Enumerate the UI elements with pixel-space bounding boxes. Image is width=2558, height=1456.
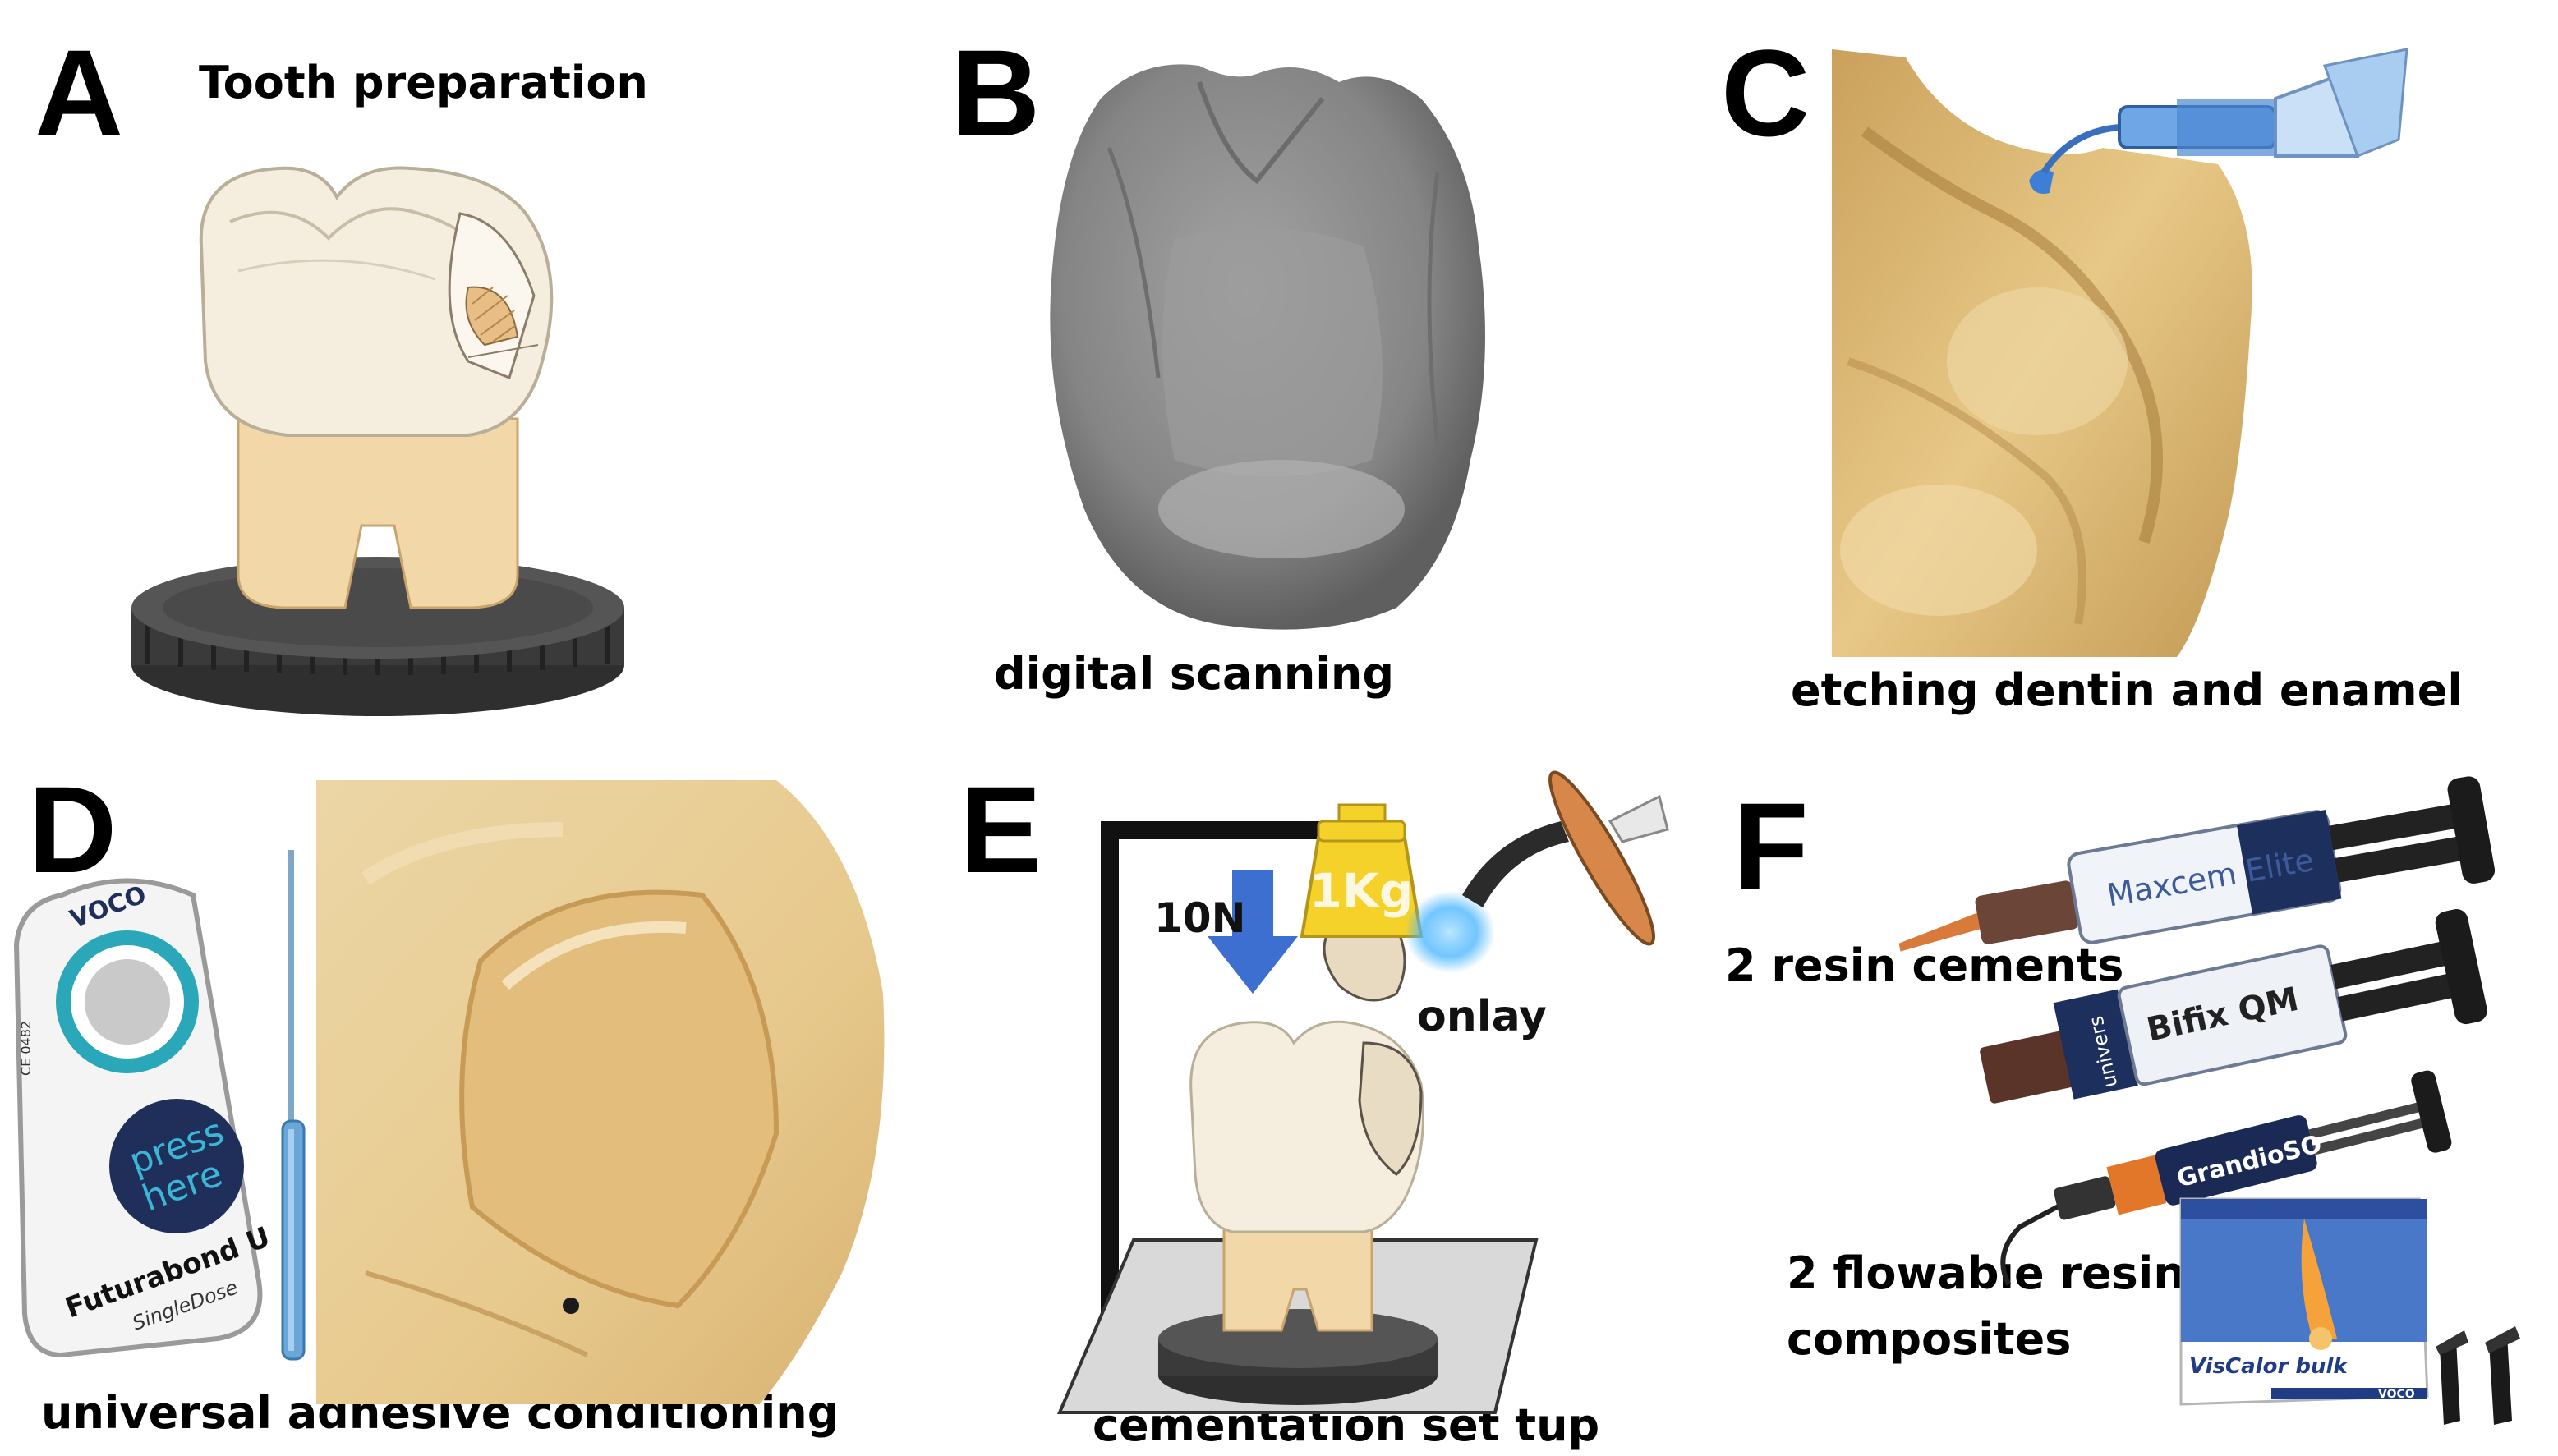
- microbrush-applicator: [281, 850, 306, 1361]
- panel-letter-d: D: [28, 760, 117, 898]
- box-product-label: VisCalor bulk: [2189, 1354, 2349, 1379]
- svg-text:VisCalor bulk: VisCalor bulk: [2189, 1354, 2349, 1379]
- panel-letter-b: B: [951, 24, 1041, 162]
- digital-scan-model: [1050, 64, 1485, 630]
- viscalor-bulk-box: VisCalor bulk VOCO: [2179, 1197, 2429, 1406]
- caption-tooth-preparation: Tooth preparation: [199, 57, 648, 108]
- etching-photo: [1832, 48, 2408, 657]
- svg-text:onlay: onlay: [1417, 992, 1547, 1041]
- weight-label: 1Kg: [1309, 863, 1414, 919]
- tooth-preparation-illustration: [131, 166, 624, 716]
- svg-text:VOCO: VOCO: [2378, 1388, 2415, 1401]
- svg-text:10N: 10N: [1154, 894, 1245, 942]
- box-brand-label: VOCO: [2378, 1388, 2415, 1401]
- caption-digital-scanning: digital scanning: [994, 648, 1394, 700]
- svg-text:1Kg: 1Kg: [1309, 863, 1414, 919]
- syringe-bifix-qm: Bifix QM univers: [1980, 909, 2487, 1104]
- panel-letter-c: C: [1721, 24, 1810, 162]
- futurabond-package: VOCO press here Futurabond U SingleDose …: [13, 878, 274, 1358]
- panel-letter-a: A: [35, 24, 124, 162]
- panel-letter-e: E: [959, 760, 1042, 898]
- svg-text:CE 0482: CE 0482: [18, 1021, 34, 1076]
- label-flowable-line1: 2 flowabıe resin: [1787, 1247, 2185, 1299]
- label-flowable-line2: composites: [1787, 1313, 2072, 1365]
- onlay-label: onlay: [1417, 992, 1547, 1041]
- syringe-grandioso: GrandioSO: [2000, 1070, 2452, 1286]
- force-label: 10N: [1154, 894, 1245, 942]
- adhesive-conditioning-photo: [316, 780, 885, 1404]
- panel-letter-f: F: [1733, 777, 1809, 915]
- cementation-setup-illustration: 1Kg 10N onlay: [1056, 770, 1669, 1414]
- caption-etching: etching dentin and enamel: [1791, 664, 2463, 716]
- label-resin-cements: 2 resin cements: [1725, 939, 2124, 991]
- package-ce-label: CE 0482: [18, 1021, 34, 1076]
- syringe-maxcem-elite: Maxcem Elite Kerr: [1898, 776, 2496, 952]
- composite-capsule-tips: [2436, 1326, 2520, 1425]
